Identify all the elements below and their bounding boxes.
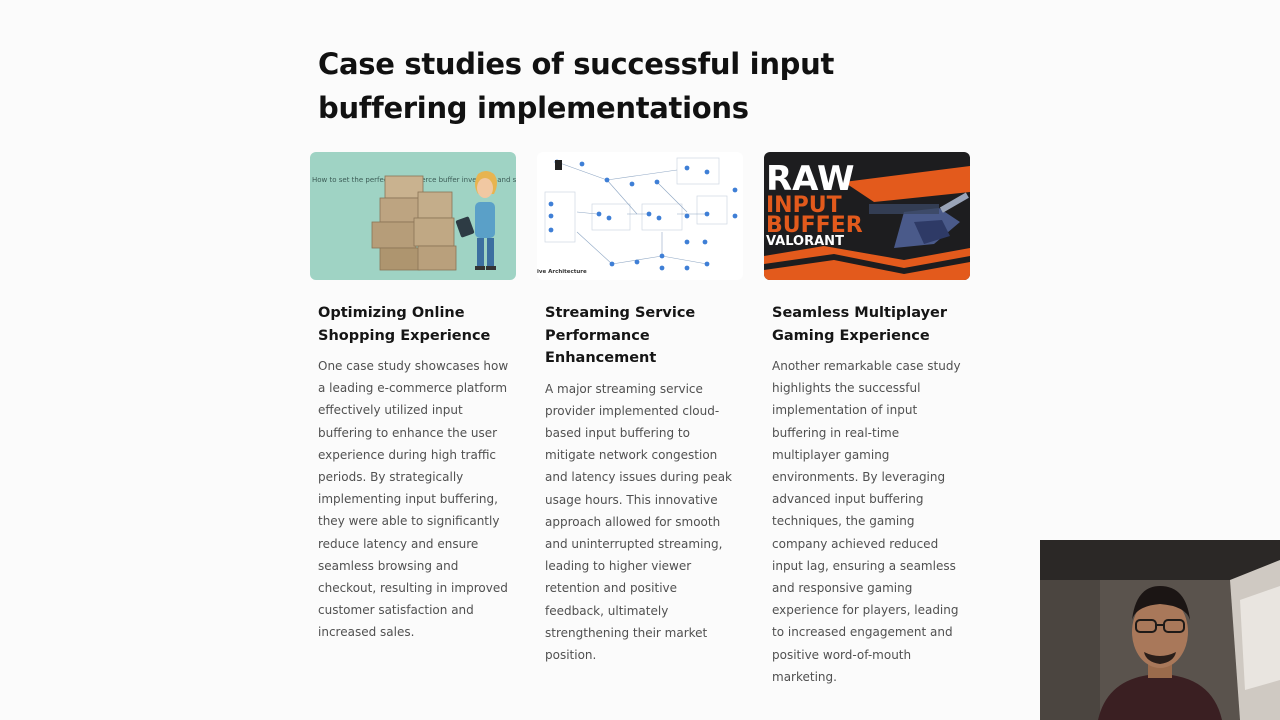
character-figure	[894, 192, 969, 248]
slide-title: Case studies of successful input bufferi…	[318, 47, 835, 125]
valorant-thumbnail: RAW INPUT BUFFER VALORANT	[764, 152, 970, 280]
architecture-diagram-image: ive Architecture	[537, 152, 743, 280]
card-body: Another remarkable case study highlights…	[772, 359, 961, 684]
case-study-card-gaming: RAW INPUT BUFFER VALORANT Seamless Multi…	[764, 152, 970, 688]
webcam-video-overlay	[1040, 540, 1280, 720]
shopping-illustration-graphic: How to set the perfect e-commerce buffer…	[310, 152, 516, 280]
valorant-thumbnail-graphic: RAW INPUT BUFFER VALORANT	[764, 152, 970, 280]
case-study-card-streaming: ive Architecture Streaming Service Perfo…	[537, 152, 743, 666]
card-heading: Streaming Service Performance Enhancemen…	[545, 305, 696, 366]
presenter-video-graphic	[1040, 540, 1280, 720]
card-heading: Optimizing Online Shopping Experience	[318, 305, 491, 344]
shopping-illustration: How to set the perfect e-commerce buffer…	[310, 152, 516, 280]
thumb-line-valorant: VALORANT	[766, 234, 844, 249]
card-body: One case study showcases how a leading e…	[318, 359, 509, 640]
architecture-diagram-graphic: ive Architecture	[537, 152, 743, 280]
case-study-card-shopping: How to set the perfect e-commerce buffer…	[310, 152, 516, 644]
device-icon	[555, 160, 562, 170]
thumb-line-input: INPUT	[766, 193, 842, 218]
card-heading: Seamless Multiplayer Gaming Experience	[772, 305, 948, 344]
person-figure	[455, 171, 497, 270]
card-body: A major streaming service provider imple…	[545, 381, 733, 662]
thumb-line-raw: RAW	[766, 159, 854, 199]
diagram-caption: ive Architecture	[537, 269, 587, 275]
thumb-line-buffer: BUFFER	[766, 213, 863, 238]
